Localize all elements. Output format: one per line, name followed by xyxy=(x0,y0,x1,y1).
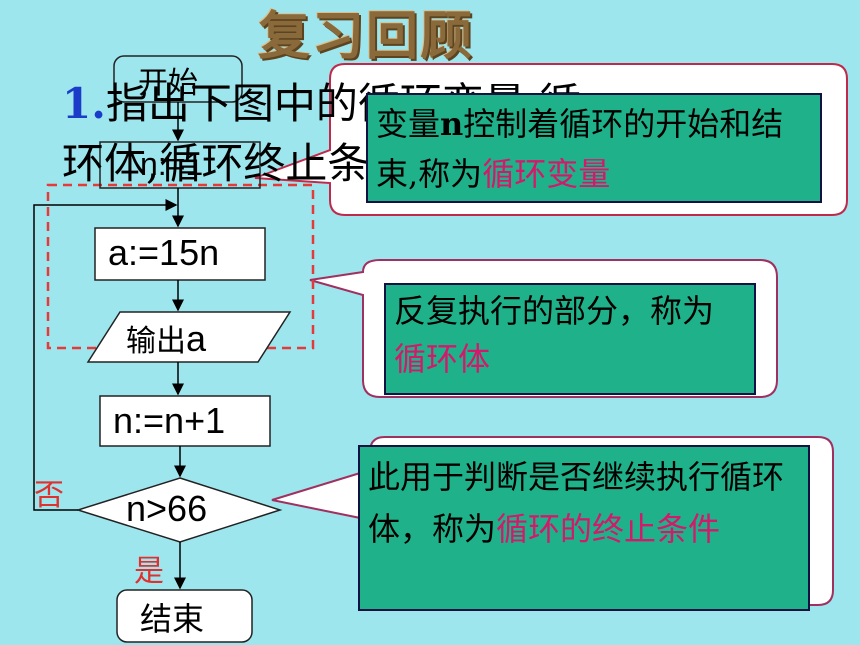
end-box xyxy=(116,589,253,643)
compute-box xyxy=(94,227,266,281)
init-label: n:=1 xyxy=(140,146,204,182)
init-box xyxy=(99,141,261,189)
increment-box xyxy=(99,395,271,447)
no-label: 否 xyxy=(34,478,64,513)
yes-label: 是 xyxy=(134,554,164,589)
callout-variable: 变量n控制着循环的开始和结束,称为循环变量 xyxy=(366,93,822,203)
output-label: 输出a xyxy=(126,316,206,360)
start-label: 开始 xyxy=(138,66,198,101)
callout-condition-highlight: 循环的终止条件 xyxy=(496,510,721,548)
loop-back-line xyxy=(33,199,178,511)
end-label: 结束 xyxy=(140,600,205,638)
callout-variable-text: 控制着循环的开始和结束,称为 xyxy=(376,105,784,193)
callout-body-highlight: 循环体 xyxy=(394,340,491,378)
callout-body: 反复执行的部分，称为循环体 xyxy=(384,283,756,395)
callout-variable-highlight: 循环变量 xyxy=(482,155,611,193)
callout-body-text: 反复执行的部分，称为 xyxy=(394,292,715,330)
callout-condition-text: 此用于判断是否继续执行循环体，称为 xyxy=(368,458,785,548)
callout-variable-text-pre: 变量 xyxy=(376,105,441,143)
output-prefix: 输出 xyxy=(126,324,186,359)
output-parallelogram xyxy=(86,311,292,363)
question-line-2: 环体,循环终止条件 xyxy=(62,139,412,188)
increment-label: n:=n+1 xyxy=(113,400,226,441)
slide-title: 复习回顾 xyxy=(258,6,475,67)
compute-label: a:=15n xyxy=(108,232,220,273)
callout-condition: 此用于判断是否继续执行循环体，称为循环的终止条件 xyxy=(358,445,810,611)
question-number: 1. xyxy=(62,79,106,128)
callout-variable-var: n xyxy=(440,105,464,143)
output-var: a xyxy=(186,318,207,359)
condition-label: n>66 xyxy=(126,488,208,529)
